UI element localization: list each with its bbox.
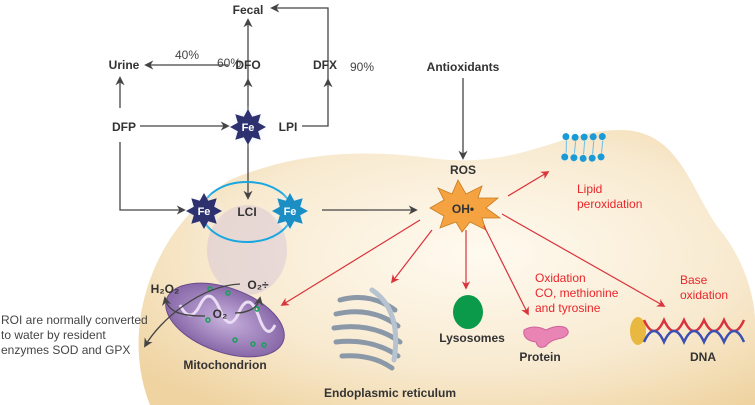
dfp-label: DFP	[112, 120, 136, 134]
lysosome-icon	[453, 295, 483, 329]
fe-lci-dark-star: Fe	[184, 191, 224, 231]
o2-label: O₂	[213, 307, 228, 321]
dfo-label: DFO	[235, 58, 260, 72]
ros-label: ROS	[450, 163, 476, 177]
urine-label: Urine	[109, 58, 140, 72]
protein-label: Protein	[519, 350, 560, 364]
dfx-label: DFX	[313, 58, 337, 72]
pct-90-label: 90%	[350, 60, 374, 74]
er-label: Endoplasmic reticulum	[324, 386, 456, 400]
oh-radical-burst	[429, 179, 502, 233]
lci-glow	[207, 205, 287, 295]
base-oxidation-line2: oxidation	[680, 288, 728, 302]
fe-lci-light-star: Fe	[270, 191, 310, 231]
h2o2-label: H₂O₂	[151, 282, 180, 296]
roi-note-line1: ROI are normally converted	[1, 313, 148, 327]
fe-label: Fe	[242, 122, 255, 134]
antioxidants-label: Antioxidants	[427, 60, 500, 74]
damage-arrows	[280, 171, 666, 316]
oxidation-label-line3: and tyrosine	[535, 301, 601, 315]
lipid-bilayer-icon	[561, 133, 606, 162]
pct-60-label: 60%	[217, 56, 241, 70]
lipid-label-line2: peroxidation	[577, 197, 642, 211]
base-oxidation-line1: Base	[680, 273, 708, 287]
fe-label: Fe	[284, 206, 297, 218]
mitochondrion-label: Mitochondrion	[183, 358, 266, 372]
endoplasmic-reticulum-icon	[331, 287, 403, 371]
oh-radical-label: OH•	[452, 202, 474, 216]
oxidation-label-line2: CO, methionine	[535, 286, 619, 300]
fe-label: Fe	[198, 206, 211, 218]
lpi-label: LPI	[279, 120, 298, 134]
dna-label: DNA	[690, 350, 716, 364]
lipid-label-line1: Lipid	[577, 182, 602, 196]
pct-40-label: 40%	[175, 48, 199, 62]
protein-icon	[523, 325, 569, 348]
superoxide-label: O₂÷	[247, 278, 269, 292]
dna-helix-icon	[630, 316, 746, 346]
roi-note-line3: enzymes SOD and GPX	[1, 343, 130, 357]
lci-label: LCI	[237, 205, 256, 219]
lysosomes-label: Lysosomes	[439, 331, 505, 345]
chelation-pathway-arrows	[115, 3, 468, 215]
fe-labile-star: Fe	[226, 105, 270, 149]
roi-note-line2: to water by resident	[1, 328, 106, 342]
oxidation-label-line1: Oxidation	[535, 271, 586, 285]
fecal-label: Fecal	[233, 3, 264, 17]
